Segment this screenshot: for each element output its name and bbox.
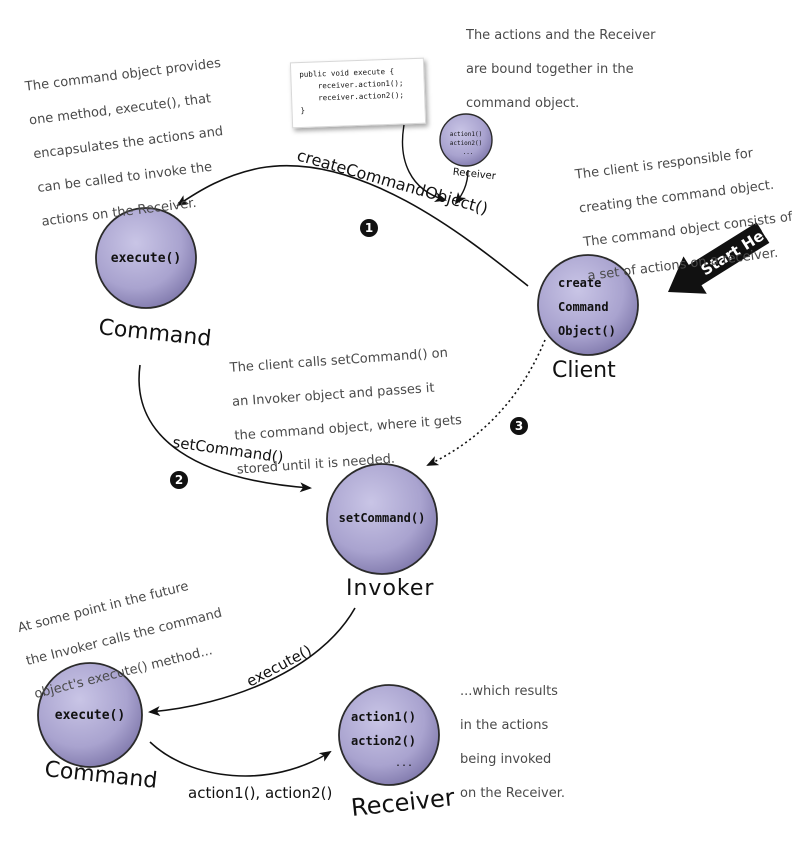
svg-text:2: 2 bbox=[175, 473, 183, 487]
note-bound-together: The actions and the Receiver are bound t… bbox=[466, 28, 656, 111]
svg-text:...: ... bbox=[395, 758, 413, 769]
receiver-node: action1() action2() ... Receiver bbox=[338, 684, 456, 822]
svg-text:1: 1 bbox=[365, 221, 373, 235]
svg-text:action2(): action2() bbox=[351, 734, 416, 748]
receiver-label: Receiver bbox=[350, 783, 456, 822]
create-command-arrow bbox=[176, 164, 529, 287]
svg-text:action1(): action1() bbox=[351, 710, 416, 724]
code-to-create-arrow bbox=[401, 124, 447, 203]
svg-text:action1(): action1() bbox=[450, 131, 483, 138]
command-top-label: Command bbox=[97, 315, 212, 352]
execute-arrow bbox=[148, 607, 356, 717]
svg-text:Command: Command bbox=[558, 300, 609, 314]
code-card: public void execute { receiver.action1()… bbox=[289, 57, 427, 129]
step-1-badge: 1 bbox=[360, 219, 378, 237]
client-node: create Command Object() Client bbox=[537, 254, 639, 383]
invoker-label: Invoker bbox=[346, 576, 434, 601]
svg-text:Object(): Object() bbox=[558, 324, 616, 338]
invoker-node: setCommand() Invoker bbox=[326, 463, 438, 601]
note-set-command: The client calls setCommand() on an Invo… bbox=[229, 345, 463, 478]
invoker-method: setCommand() bbox=[339, 511, 426, 525]
svg-text:action2(): action2() bbox=[450, 140, 483, 147]
step-3-badge: 3 bbox=[510, 417, 528, 435]
execute-label: execute() bbox=[243, 641, 314, 690]
svg-text:...: ... bbox=[463, 149, 474, 156]
svg-text:create: create bbox=[558, 276, 601, 290]
note-client-responsible: The client is responsible for creating t… bbox=[574, 146, 794, 284]
client-label: Client bbox=[552, 358, 616, 383]
command-top-node: execute() Command bbox=[95, 207, 212, 352]
mini-receiver-label: Receiver bbox=[452, 167, 497, 183]
note-command-object: The command object provides one method, … bbox=[24, 55, 224, 230]
command-bottom-label: Command bbox=[43, 757, 158, 794]
mini-receiver-node: action1() action2() ... Receiver bbox=[439, 113, 497, 183]
client-to-invoker-dotted-arrow bbox=[426, 339, 546, 466]
command-bottom-method: execute() bbox=[55, 708, 125, 723]
set-command-arrow bbox=[138, 364, 312, 493]
step-2-badge: 2 bbox=[170, 471, 188, 489]
note-results: ...which results in the actions being in… bbox=[460, 684, 565, 801]
svg-text:3: 3 bbox=[515, 419, 523, 433]
command-top-method: execute() bbox=[111, 251, 181, 266]
receiver-to-create-arrow bbox=[454, 169, 469, 205]
actions-label: action1(), action2() bbox=[188, 784, 332, 802]
actions-arrow bbox=[149, 741, 332, 777]
